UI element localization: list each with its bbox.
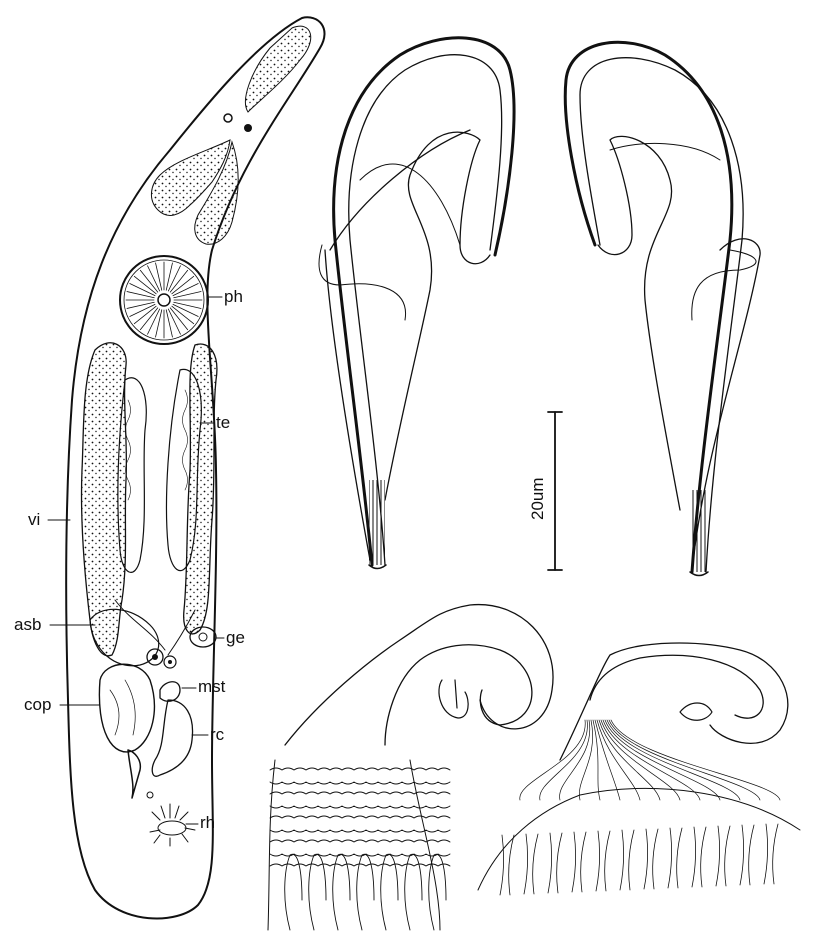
ducts [114,599,196,656]
stylet-drawing-right [563,40,761,577]
anterior-lobe-left [151,139,231,216]
scale-bar-label: 20um [528,477,547,520]
germarium-right [189,626,217,648]
pharynx [119,255,209,345]
vitellarium-left [80,342,128,657]
germarium-mid [163,655,177,669]
label-cop: cop [24,695,51,714]
germarium-left [146,648,164,666]
muscular-stylet [159,681,181,702]
label-te: te [216,413,230,432]
label-mst: mst [198,677,226,696]
eye-left [223,113,233,123]
worm-body-drawing: ph te vi asb ge mst cop rc rh [14,16,326,920]
body-outline [65,16,326,920]
vitellarium-right [183,343,218,635]
label-vi: vi [28,510,40,529]
copulatory-bursa [151,699,194,777]
eye-right [244,124,252,132]
testis-right [165,368,202,572]
label-ge: ge [226,628,245,647]
label-asb: asb [14,615,41,634]
copulatory-organ [98,663,156,753]
scale-bar: 20um [528,411,563,571]
bursa-drawing-left [267,603,554,931]
head-gland-region [244,25,312,113]
rhabdoid-cluster [146,791,196,847]
stylet [127,749,142,799]
testis-texture-left [125,399,131,501]
label-rc: rc [210,725,225,744]
testis-texture-right [182,389,188,491]
anterior-lobe-right [194,140,239,245]
testis-left [117,377,147,573]
stylet-drawing-left [318,36,516,570]
bursa-drawing-right [477,642,801,896]
label-ph: ph [224,287,243,306]
seminal-bursa [89,608,160,667]
label-rh: rh [200,813,215,832]
